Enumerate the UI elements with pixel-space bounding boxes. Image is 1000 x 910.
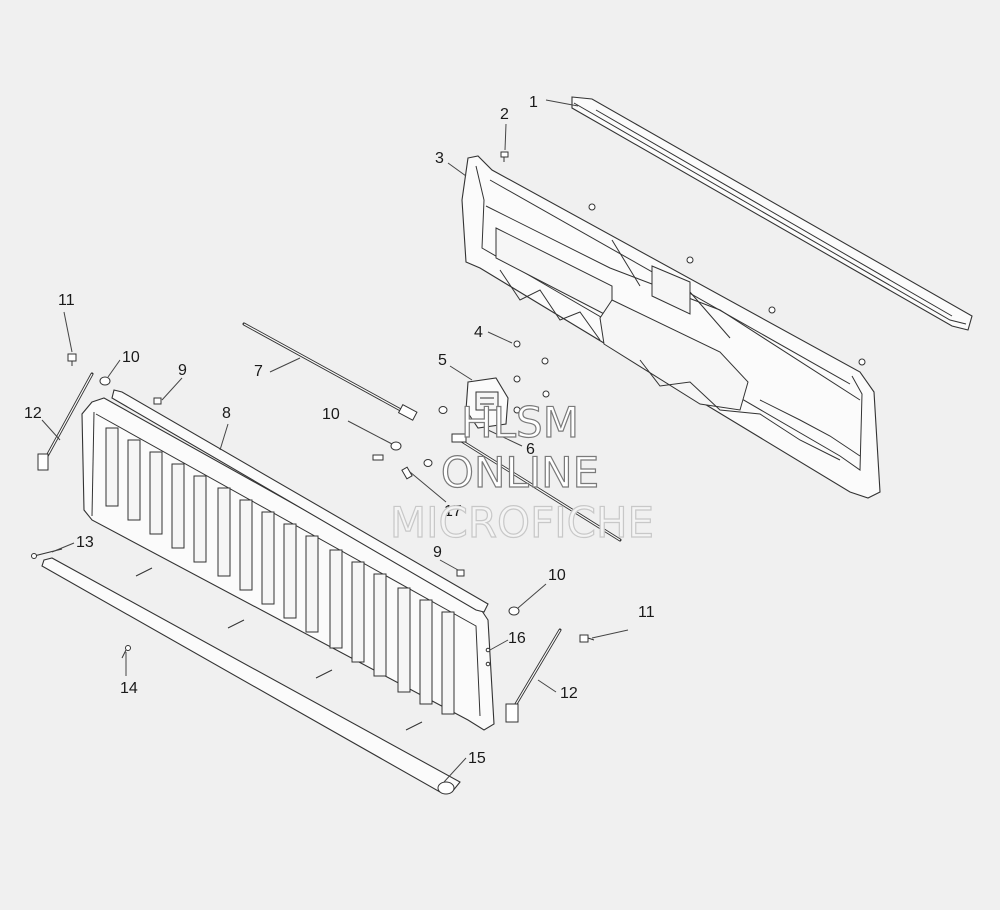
callout-16: 16	[508, 630, 526, 647]
part-7-latch-rod[interactable]	[242, 322, 418, 421]
callout-9-upper: 9	[178, 362, 187, 379]
part-5-latch-handle-assembly[interactable]	[465, 377, 509, 429]
callout-14: 14	[120, 680, 138, 697]
callout-12-right: 12	[560, 685, 578, 702]
part-1-tailgate-top-cap[interactable]	[571, 96, 973, 331]
callout-11-left: 11	[58, 292, 75, 309]
callout-9-lower: 9	[433, 544, 442, 561]
part-10-washers[interactable]	[99, 376, 520, 616]
watermark-line-3: MICROFICHE	[390, 498, 654, 547]
watermark: HLSM ONLINE MICROFICHE	[389, 397, 654, 547]
callout-7: 7	[254, 363, 263, 380]
watermark-line-1: HLSM	[461, 398, 579, 447]
callout-3: 3	[435, 150, 444, 167]
part-13-pin[interactable]	[31, 548, 63, 559]
callout-8: 8	[222, 405, 231, 422]
part-3-inner-tailgate-panel[interactable]	[461, 155, 881, 499]
part-12-support-cables[interactable]	[37, 372, 562, 723]
callout-5: 5	[438, 352, 447, 369]
part-9-nuts[interactable]	[153, 397, 465, 577]
callout-2: 2	[500, 106, 509, 123]
leader-lines	[41, 99, 629, 783]
callout-6: 6	[526, 441, 535, 458]
part-6-latch-rod[interactable]	[451, 433, 622, 542]
callout-15: 15	[468, 750, 486, 767]
part-17-rod-clips[interactable]	[372, 454, 413, 480]
callout-1: 1	[529, 94, 538, 111]
watermark-line-2: ONLINE	[441, 448, 599, 497]
callout-17: 17	[444, 503, 462, 520]
panel-fasteners	[588, 203, 866, 366]
callout-10-center: 10	[322, 406, 340, 423]
part-15-hinge-bar[interactable]	[41, 557, 461, 795]
part-2-bolt[interactable]	[500, 151, 509, 162]
part-14-bolts[interactable]	[121, 567, 423, 731]
callout-11-right: 11	[638, 604, 655, 621]
callout-10-left: 10	[122, 349, 140, 366]
callout-4: 4	[474, 324, 483, 341]
part-4-bolts[interactable]	[513, 340, 550, 414]
callout-labels: 1 2 3 4 5 6 7 8 9 10 10 9 10 11 11 12 12…	[24, 94, 655, 767]
outer-panel-ribs	[105, 427, 455, 715]
part-11-bolts[interactable]	[67, 353, 595, 643]
callout-13: 13	[76, 534, 94, 551]
callout-12-left: 12	[24, 405, 42, 422]
part-8-top-trim-strip[interactable]	[111, 389, 489, 613]
callout-10-right: 10	[548, 567, 566, 584]
